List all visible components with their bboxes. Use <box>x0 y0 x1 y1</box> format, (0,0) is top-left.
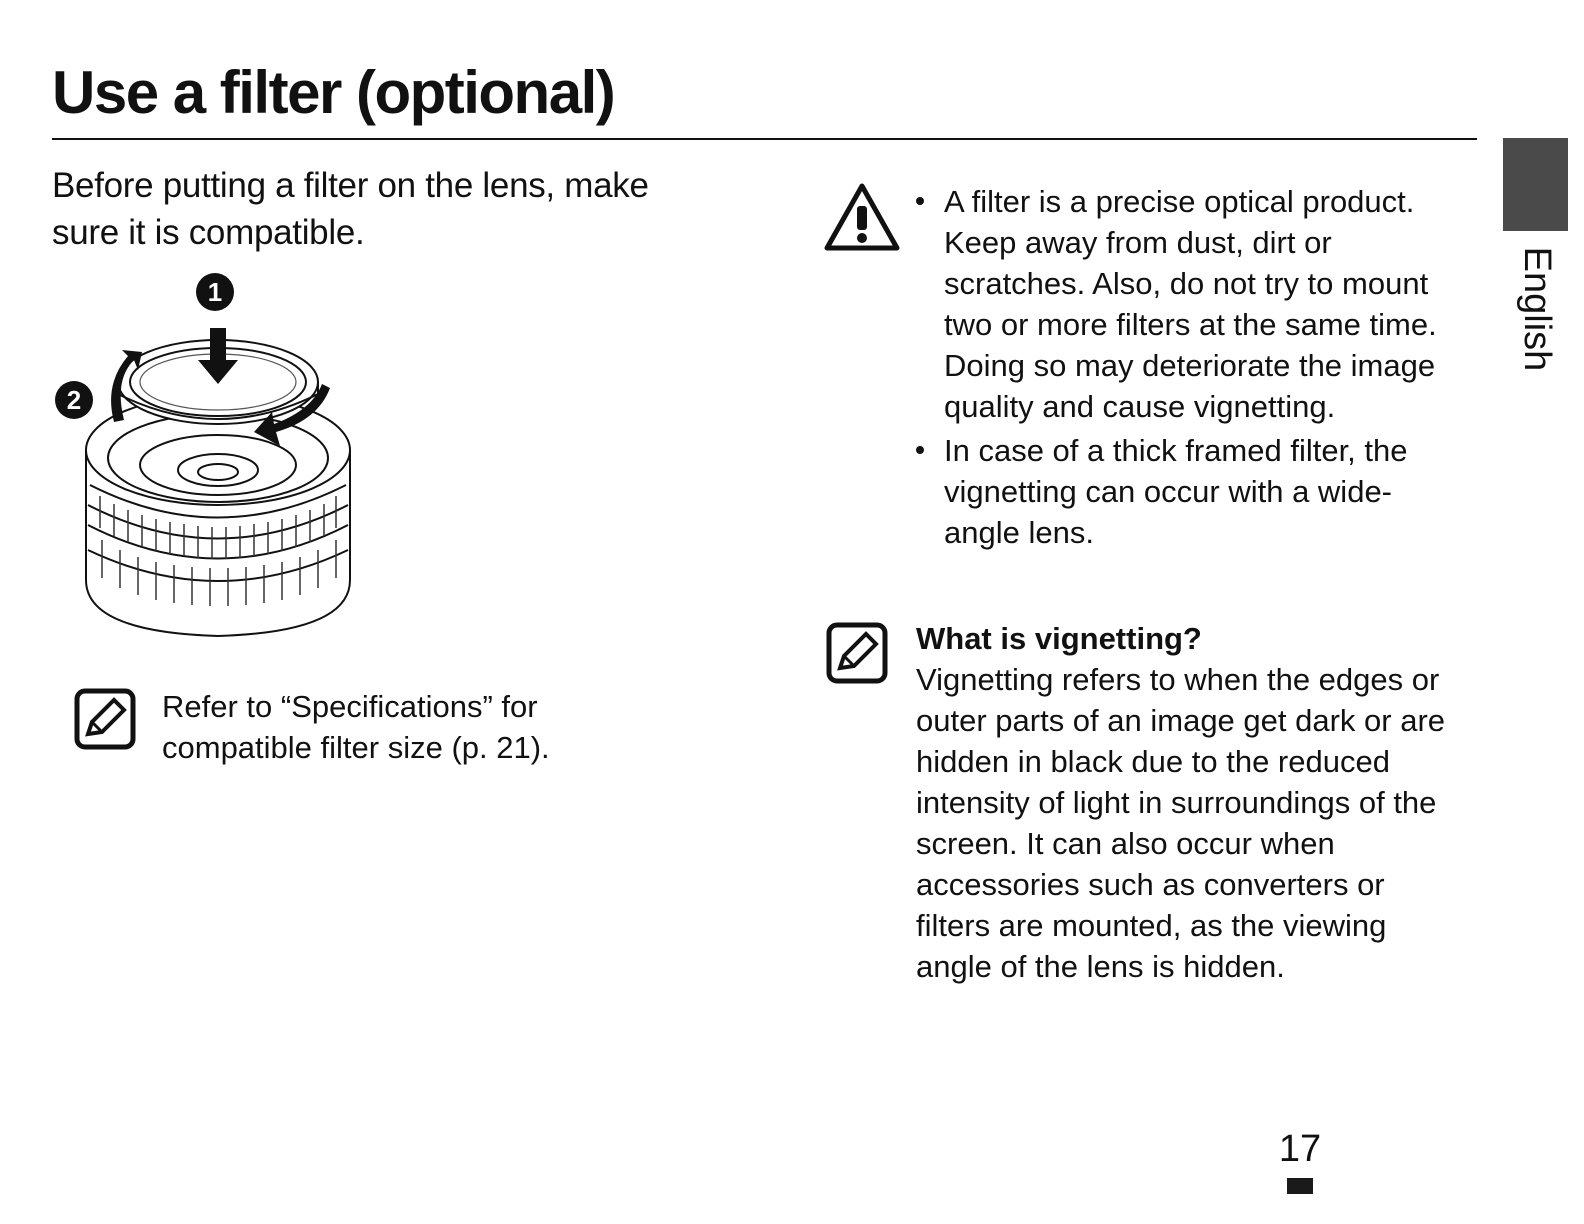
language-tab-label: English <box>1516 246 1558 372</box>
caution-item: A filter is a precise optical product. K… <box>912 181 1467 427</box>
down-arrow-icon <box>198 328 238 384</box>
note-pencil-icon <box>826 622 888 684</box>
page-number: 17 <box>1278 1128 1322 1170</box>
compatibility-note-text: Refer to “Specifications” for compatible… <box>162 689 550 765</box>
intro-text: Before putting a filter on the lens, mak… <box>52 166 649 252</box>
rotate-arrow-left-icon <box>111 350 142 422</box>
caution-list: A filter is a precise optical product. K… <box>912 181 1467 556</box>
caution-item: In case of a thick framed filter, the vi… <box>912 430 1467 553</box>
language-tab-marker <box>1503 138 1568 231</box>
step-1-marker <box>196 273 234 311</box>
vignetting-note-body: Vignetting refers to when the edges or o… <box>916 662 1446 984</box>
warning-triangle-icon <box>824 183 900 251</box>
page-title: Use a filter (optional) <box>52 59 616 126</box>
step-2-marker <box>55 381 93 419</box>
lens-filter-drawing <box>55 273 351 638</box>
lens-filter-illustration: 1 2 <box>40 260 380 660</box>
rotate-arrow-right-icon <box>254 384 330 446</box>
note-pencil-icon <box>74 688 136 750</box>
title-divider <box>52 138 1477 140</box>
step-2-label: 2 <box>66 385 82 415</box>
focus-ring-grip <box>99 496 337 606</box>
vignetting-note-title: What is vignetting? <box>916 621 1202 656</box>
page-marker <box>1287 1178 1313 1194</box>
step-1-label: 1 <box>207 277 223 307</box>
lens-body-outline <box>85 450 351 638</box>
